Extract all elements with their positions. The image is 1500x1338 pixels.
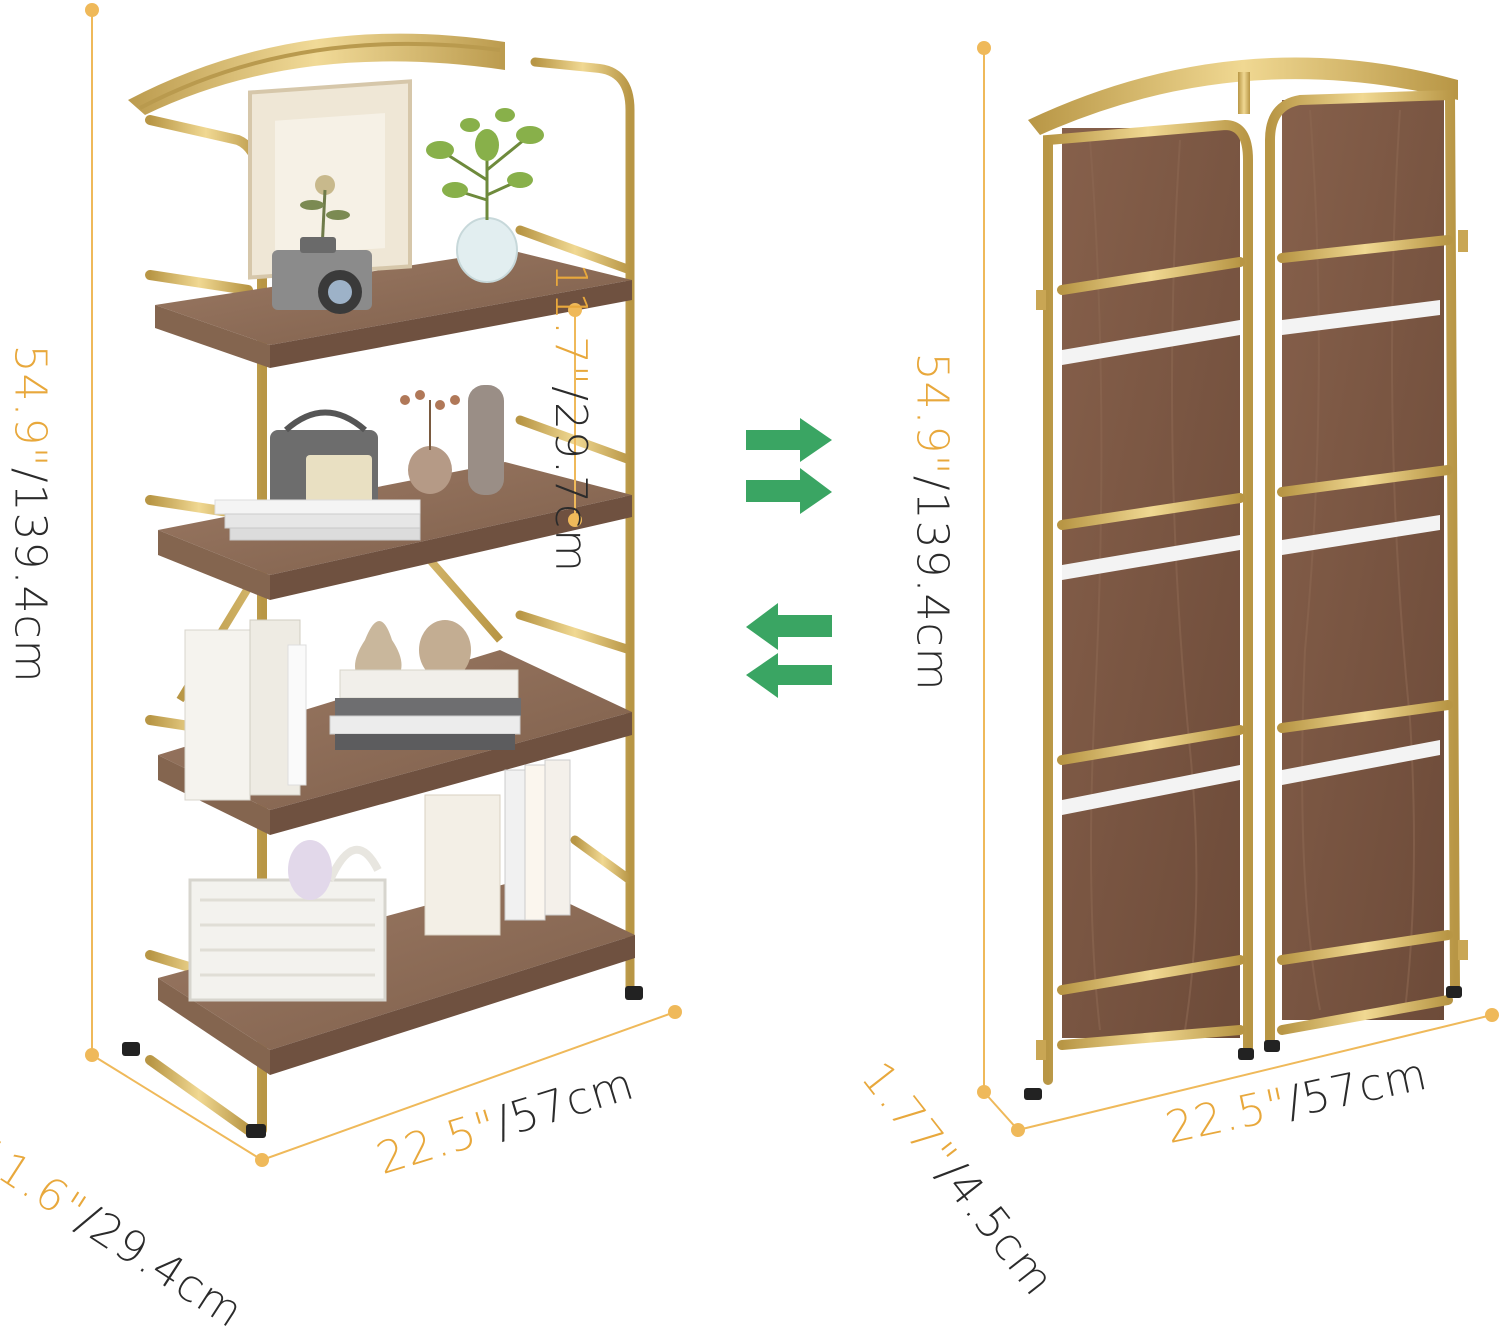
folded-dimension-lines <box>977 41 1499 1137</box>
shelf-gap-label: 11.7"/29.7cm <box>545 263 596 573</box>
folded-height-imperial: 54.9" <box>906 352 958 476</box>
product-illustration <box>85 3 1499 1167</box>
shelf-gap-metric: /29.7cm <box>545 386 597 574</box>
folded-height-metric: /139.4cm <box>906 475 958 692</box>
arrows-right-icon <box>746 418 832 514</box>
shelf-gap-imperial: 11.7" <box>545 262 597 387</box>
arrows-left-icon <box>746 603 832 698</box>
folded-bookshelf <box>1024 57 1468 1100</box>
open-bookshelf <box>122 33 643 1140</box>
open-height-label: 54.9"/139.4cm <box>5 344 56 683</box>
open-height-imperial: 54.9" <box>4 344 56 468</box>
open-dimension-lines <box>85 3 682 1167</box>
shelf-decor <box>184 79 571 1002</box>
folded-height-label: 54.9"/139.4cm <box>907 352 958 691</box>
open-height-metric: /139.4cm <box>4 467 56 684</box>
